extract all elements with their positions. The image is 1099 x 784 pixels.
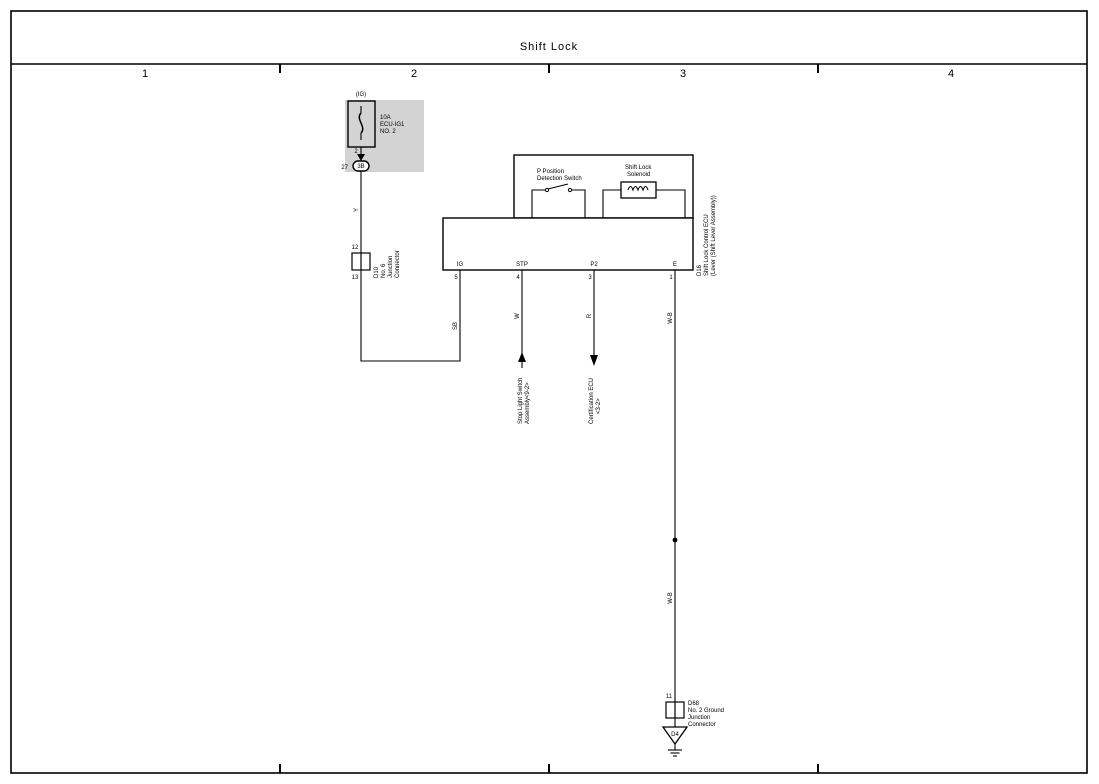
wire-wb-lower-label: W-B [668,592,674,604]
switch-circuit-right [571,189,586,218]
d10-name-line2: Junction [388,256,394,278]
solenoid-circuit-right [656,189,686,218]
arrow-down-icon [357,154,365,161]
solenoid-circuit-left [602,189,621,218]
d10-name-line1: No. 6 [381,263,387,278]
ground-junction-d68: 11 D68 No. 2 Ground Junction Connector D… [661,694,724,757]
wire-wb-upper-label: W-B [668,312,674,324]
solenoid-label-line2: Solenoid [627,172,650,178]
ecu-code: D16 [697,264,703,276]
column-label-2: 2 [411,68,417,80]
terminal-e-name: E [673,262,677,268]
d10-pin-in: 12 [352,245,359,251]
fuse-name-line1: ECU-IG1 [380,122,405,128]
terminal-stp-name: STP [516,262,528,268]
wire-sb [360,270,461,362]
shift-lock-ecu: P Position Detection Switch Shift Lock S… [442,154,717,281]
ecu-name-line2: (Lever (Shift Lever Assembly)) [711,195,717,276]
fuse-source-label: (IG) [356,92,366,98]
diagram-frame [10,10,1088,774]
switch-icon [544,183,573,193]
ecu-name-line1: Shift Lock Control ECU [704,214,710,276]
stop-light-line2: Assembly<9-2> [525,382,531,424]
d68-name-line3: Connector [688,722,716,728]
fuse-pin-bottom: 27 [341,165,348,171]
fuse-rating: 10A [380,115,391,121]
d10-name-line3: Connector [395,250,401,278]
d10-code: D10 [374,266,380,278]
terminal-stp-pin: 4 [516,275,520,281]
fuse-block: (IG) 10A ECU-IG1 NO. 2 2 27 3B [341,92,424,172]
wire-r-label: R [587,313,593,318]
d10-pin-out: 13 [352,275,359,281]
column-label-4: 4 [948,68,954,80]
splice-point [672,537,678,543]
junction-d10: 12 13 D10 No. 6 Junction Connector [351,245,401,281]
switch-label-line2: Detection Switch [537,176,582,182]
switch-circuit [531,189,546,218]
terminal-p2-pin: 3 [588,275,592,281]
fuse-name-line2: NO. 2 [380,129,396,135]
terminal-ig-name: IG [457,262,464,268]
arrow-down-icon [590,355,598,366]
d68-code: D68 [688,701,700,707]
solenoid-label-line1: Shift Lock [625,165,652,171]
column-label-1: 1 [142,68,148,80]
fuse-shade [345,100,424,172]
diagram-title: Shift Lock [520,41,578,53]
d68-name-line1: No. 2 Ground [688,708,724,714]
arrow-up-icon [518,352,526,362]
solenoid-icon [620,181,657,199]
connector-code: 3B [357,164,364,170]
terminal-e-pin: 1 [669,275,673,281]
ground-code: D4 [671,732,679,738]
ground-icon [668,744,682,757]
ecu-main-box [442,217,694,271]
d68-name-line2: Junction [688,715,710,721]
fuse-icon [358,112,364,134]
stop-light-line1: Stop Light Switch [518,378,524,424]
cert-ecu-line1: Certification ECU [589,378,595,424]
column-label-3: 3 [680,68,686,80]
d68-pin: 11 [666,694,673,700]
ground-triangle [661,726,689,746]
wire-sb-label: SB [453,322,459,330]
switch-label-line1: P Position [537,169,564,175]
wire-y-label: Y [354,208,360,212]
wire-w-label: W [515,313,521,319]
terminal-ig-pin: 5 [454,275,458,281]
terminal-p2-name: P2 [590,262,598,268]
fuse-pin-top: 2 [354,149,358,155]
column-ticks [279,64,819,773]
cert-ecu-line2: <3-2> [596,398,602,414]
